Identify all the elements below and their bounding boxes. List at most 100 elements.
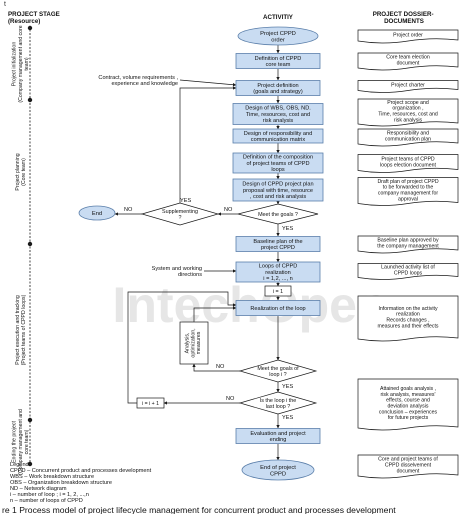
flow-arrow (179, 86, 237, 203)
legend-title: Legend: (10, 462, 31, 468)
activity-label-line: Realization of the loop (250, 306, 305, 312)
analysis-label-line: Analysis, (185, 333, 191, 354)
decision-label: Meet the goals ? (258, 212, 298, 218)
document-label-line: the company management (377, 243, 439, 249)
terminal-label-line: Project CPPD (260, 31, 296, 37)
legend-line: i – number of loop ; i = 1, 2, ...,n (10, 492, 89, 498)
document-label-line: realization (396, 312, 420, 318)
flow-connectors (114, 45, 280, 461)
activity-label-line: of project teams of CPPD (246, 161, 309, 167)
activity-design-wbs: Design of WBS, OBS, ND.Time, resources, … (232, 103, 324, 125)
document-label-line: Core team election (386, 55, 430, 61)
stage-init: Project initialization(Company managemen… (12, 25, 30, 102)
analysis-label-line: measures (196, 331, 202, 354)
activity-label-line: loops (271, 167, 285, 173)
document-label-line: Launched activity list of (381, 265, 435, 271)
document-label: Project order (393, 33, 423, 39)
document-label-line: to be forwarded to the (383, 185, 434, 191)
counter-init: i = 1 (264, 285, 292, 297)
activity-label-line: ending (270, 437, 287, 443)
decision-label-line: ? (179, 215, 182, 221)
document-label-line: measures and their effects (377, 323, 438, 329)
activity-label-line: Loops of CPPD (259, 264, 298, 270)
decision-label: Supplementing? (162, 209, 198, 221)
document-label-line: loops election document (380, 162, 437, 168)
header-stage-line: PROJECT STAGE (8, 11, 60, 18)
header-documents: PROJECT DOSSIER- DOCUMENTS (373, 11, 436, 25)
activity-label-line: i = 1,2, ..., n (263, 276, 292, 282)
activity-label-line: Project definition (257, 83, 298, 89)
terminal-label: End (92, 211, 102, 217)
activity-label: Design of WBS, OBS, ND.Time, resources, … (245, 106, 311, 125)
stage-boundary-dot (27, 25, 33, 31)
activity-label-line: Design of CPPD project plan (242, 182, 313, 188)
activity-label-line: Time, resources, cost and (246, 112, 310, 118)
stage-label-line: Project planning (15, 153, 21, 190)
header-activity: ACTIVITIY (263, 14, 294, 21)
document-label-line: Project charter (391, 83, 425, 89)
stage-label-line: (Company management and (18, 409, 24, 475)
stage-label-line: (Company management and core (18, 25, 24, 102)
activity-label-line: Design of WBS, OBS, ND. (245, 106, 311, 112)
decision-label-line: Supplementing (162, 209, 198, 215)
document-label-line: Core and project teams of (378, 457, 438, 463)
legend-line: CPPD – Concurrent product and processes … (10, 468, 152, 474)
activity-label-line: core team (266, 62, 291, 68)
flow-label-yes: YES (282, 384, 293, 390)
document-label-line: risk analysis (394, 117, 423, 123)
stage-label-line: Project initialization (12, 42, 18, 87)
flow-arrow (179, 79, 237, 87)
terminal-label-line: CPPD (270, 471, 286, 477)
flow-arrow (192, 363, 240, 372)
document-label: Attained goals analysis ,risk analysis, … (379, 386, 438, 421)
header-docs-line: DOCUMENTS (384, 18, 424, 25)
terminal-label-line: End of project (260, 465, 296, 471)
header-docs-line: PROJECT DOSSIER- (373, 11, 434, 18)
document-label-line: Draft plan of project CPPD (377, 179, 438, 185)
counter-increment: i = i + 1 (136, 397, 165, 409)
flow-label-yes: YES (282, 226, 293, 232)
counter-label: i = 1 (273, 289, 283, 295)
decision-label-line: loop i ? (269, 372, 286, 378)
stage-boundary-dot (27, 241, 33, 247)
document-label-line: Information on the activity (378, 306, 438, 312)
document-label-line: CPPD disselvement (385, 463, 432, 469)
document-d1: Project order (357, 29, 459, 44)
legend: Legend: CPPD – Concurrent product and pr… (10, 462, 152, 504)
document-label-line: organization , (392, 106, 423, 112)
input-label-system-line: directions (178, 272, 202, 278)
stage-label-line: (Project teams of CPPD loops) (21, 294, 27, 365)
flow-arrow (193, 306, 237, 322)
terminal-label-line: End (92, 211, 102, 217)
flow-label-no: NO (124, 207, 133, 213)
activity-label-line: Evaluation and project (250, 431, 306, 437)
document-label-line: for future projects (388, 415, 429, 421)
flow-label-yes: YES (282, 415, 293, 421)
activity-label-line: communication matrix (251, 137, 306, 143)
document-d3: Project charter (357, 80, 459, 93)
activity-label-line: proposal with time, resource (243, 188, 313, 194)
